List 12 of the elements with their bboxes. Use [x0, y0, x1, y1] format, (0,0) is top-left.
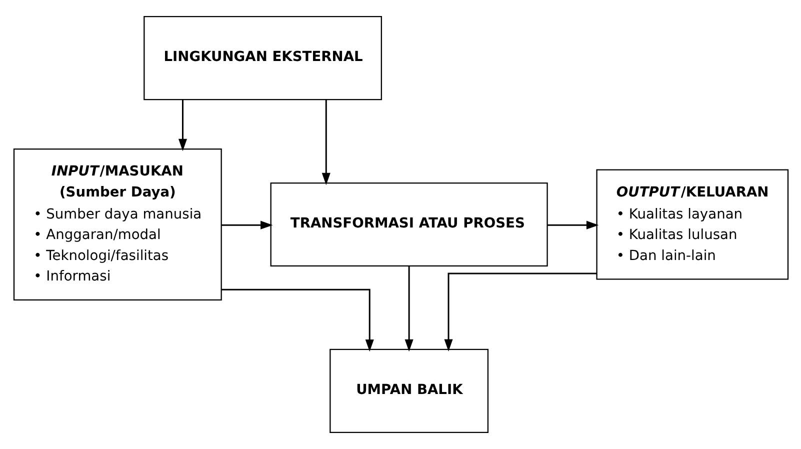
arrow [321, 100, 330, 186]
arrow [221, 220, 272, 230]
arrow [221, 288, 374, 352]
node-box: INPUT/MASUKAN (Sumber Daya) • Sumber daya manusia • Anggaran/modal • Teknologi/fasilitas • Informasi [12, 148, 222, 301]
arrow [546, 220, 598, 230]
arrow [444, 272, 596, 352]
node-box: TRANSFORMASI ATAU PROSES [270, 182, 548, 267]
node-box: OUTPUT/KELUARAN • Kualitas layanan • Kualitas lulusan • Dan lain-lain [596, 169, 788, 280]
node-box: UMPAN BALIK [329, 348, 488, 433]
arrow [178, 100, 187, 152]
arrow [404, 266, 413, 352]
node-box: LINGKUNGAN EKSTERNAL [143, 16, 382, 100]
